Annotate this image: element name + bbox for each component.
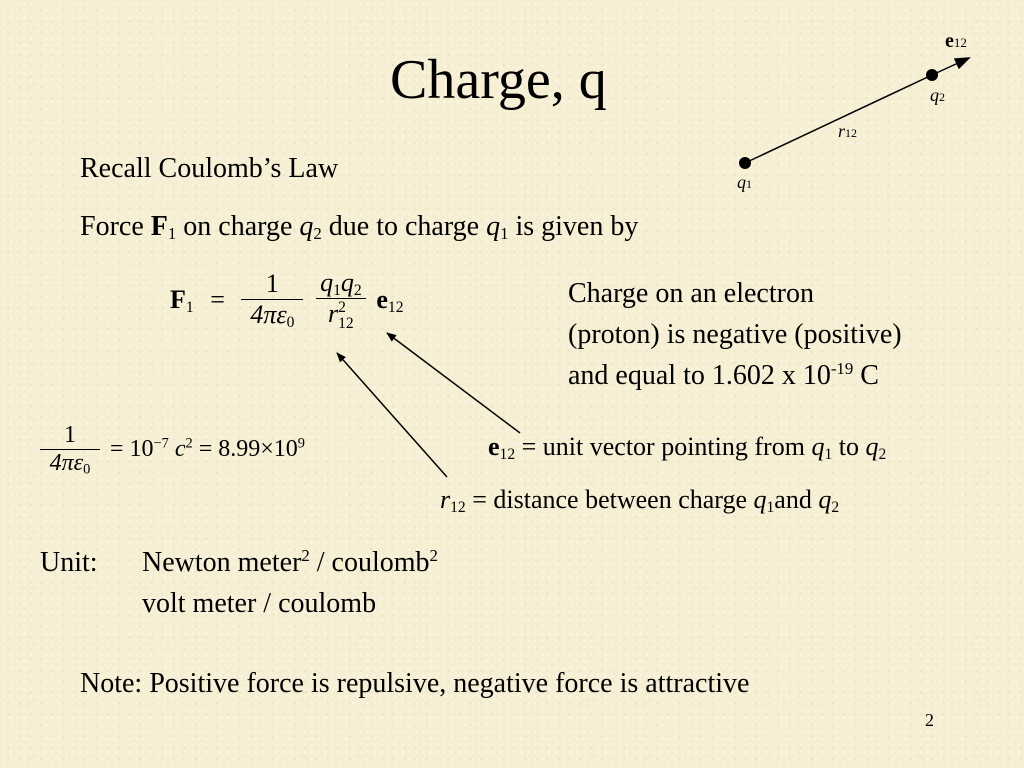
electron-charge-exponent: -19 [830,358,854,378]
e12-arrow [931,57,971,76]
recall-text: Recall Coulomb’s Law [80,153,339,184]
const-den-sub: 0 [83,461,91,478]
on-charge-text: on charge [176,211,300,242]
def-r12-q2-sub: 2 [831,498,840,516]
r12-definition: r12 = distance between charge q1and q2 [440,485,839,515]
const-exp2: 9 [297,435,305,452]
page-number: 2 [925,710,934,730]
diagram-r-sub: 12 [845,126,858,140]
diagram-r12-label: r12 [838,121,857,142]
const-eq1: = 10 [110,436,154,462]
constant-equation: 1 4πε0 = 10−7 c2 = 8.99×109 [40,422,305,477]
q1-sub: 1 [500,224,509,244]
def-e12-q2-sub: 2 [878,445,887,463]
def-r12-q1-sub: 1 [766,498,775,516]
def-r12-q2: q [818,485,832,514]
units-exp2: 2 [429,545,438,565]
units-line1: Newton meter2 / coulomb2 [142,545,438,578]
eq-num-q1-sub: 1 [333,281,341,299]
const-den: 4πε0 [40,449,100,477]
pointer-arrow-e12 [386,332,521,434]
electron-note-line1: Charge on an electron [568,278,814,309]
eq-num-q1: q [320,268,334,297]
eq-unit-vector-sub: 12 [387,298,404,316]
eq-lhs-symbol: F [170,284,186,314]
diagram-q1-label: q1 [737,172,752,193]
diagram-q2-symbol: q [930,85,939,105]
q2-symbol: q [299,211,314,242]
diagram-e-sub: 12 [953,35,967,50]
eq-num-1: 1 [265,269,279,299]
force-symbol: F [150,211,168,242]
eq-den-4pi-text: 4πε [250,300,287,330]
q2-dot [926,69,938,81]
q2-sub: 2 [313,224,322,244]
def-e12-sub: 12 [499,445,516,463]
force-word: Force [80,211,151,242]
def-r12-q1: q [753,485,767,514]
def-r12-symbol: r [440,485,451,514]
eq-den-r-symbol: r [328,299,339,328]
def-e12-text: = unit vector pointing from [515,432,812,461]
given-by-text: is given by [508,211,639,242]
diagram-q2-sub: 2 [939,90,945,104]
note-text: Note: Positive force is repulsive, negat… [80,668,750,699]
eq-den-r-sup: 2 [338,299,346,317]
eq-fraction-coulomb: 1 4πε0 [241,269,304,332]
eq-unit-vector: e [376,284,388,314]
eq-num-q2-sub: 2 [353,281,362,299]
eq-equals: = [210,284,225,314]
force-sub: 1 [167,224,177,244]
const-num: 1 [64,422,76,448]
const-c: c [174,436,186,462]
def-r12-sub: 12 [450,498,466,516]
electron-note-line2: (proton) is negative (positive) [568,319,902,350]
r12-line [744,74,933,164]
def-e12-symbol: e [488,432,500,461]
const-den-text: 4πε [49,450,84,476]
e12-definition: e12 = unit vector pointing from q1 to q2 [488,432,886,462]
eq-num-charges: q1q2 [316,268,366,298]
const-c-exp: 2 [185,435,193,452]
def-e12-q1: q [811,432,825,461]
units-newton-meter: Newton meter [142,547,302,578]
diagram-e-symbol: e [945,30,954,52]
diagram-e12-label: e12 [945,30,967,53]
def-e12-q2: q [865,432,879,461]
electron-charge-value: and equal to 1.602 x 10 [568,360,831,391]
slide-title: Charge, q [390,49,607,111]
eq-lhs-sub: 1 [185,298,194,316]
diagram-q1-symbol: q [737,172,746,192]
force-description: Force F1 on charge q2 due to charge q1 i… [80,211,639,244]
units-exp1: 2 [301,545,310,565]
eq-den-4pi: 4πε0 [241,299,304,332]
eq-num-q2: q [340,268,354,297]
eq-den-eps-sub: 0 [286,314,295,332]
q1-dot [739,157,751,169]
due-to-text: due to charge [321,211,487,242]
def-r12-and: and [774,485,819,514]
const-fraction: 1 4πε0 [40,422,100,477]
diagram-q1-sub: 1 [746,177,752,191]
units-label: Unit: [40,547,98,578]
electron-charge-unit: C [853,360,879,391]
pointer-arrow-r12 [336,352,448,478]
electron-note-line3: and equal to 1.602 x 10-19 C [568,358,879,391]
const-exp1: −7 [153,435,169,452]
def-r12-text: = distance between charge [465,485,754,514]
diagram-q2-label: q2 [930,85,945,106]
def-e12-q1-sub: 1 [824,445,833,463]
diagram-r-symbol: r [838,121,846,141]
units-coulomb: / coulomb [309,547,430,578]
const-eq2: = 8.99×10 [198,436,298,462]
units-line2: volt meter / coulomb [142,588,377,619]
q1-symbol: q [486,211,501,242]
eq-den-r-sub: 12 [338,315,354,333]
def-e12-to: to [832,432,866,461]
